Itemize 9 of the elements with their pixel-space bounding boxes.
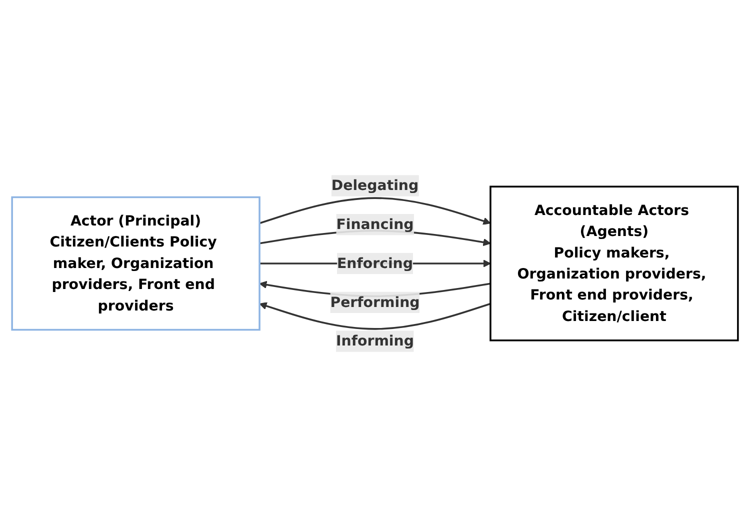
edge-label: Delegating — [331, 176, 419, 194]
arrow — [259, 302, 491, 330]
arrow — [259, 197, 491, 225]
node-box: Actor (Principal) Citizen/Clients Policy maker, Organization providers, Front end providers — [11, 196, 260, 331]
edge-label: Enforcing — [337, 254, 413, 272]
edge-label: Financing — [336, 216, 414, 233]
edge-label: Informing — [336, 332, 414, 350]
edge-label: Performing — [330, 294, 420, 310]
node-box: Accountable Actors (Agents) Policy makers, Organization providers, Front end providers, Citizen/client — [490, 186, 739, 342]
